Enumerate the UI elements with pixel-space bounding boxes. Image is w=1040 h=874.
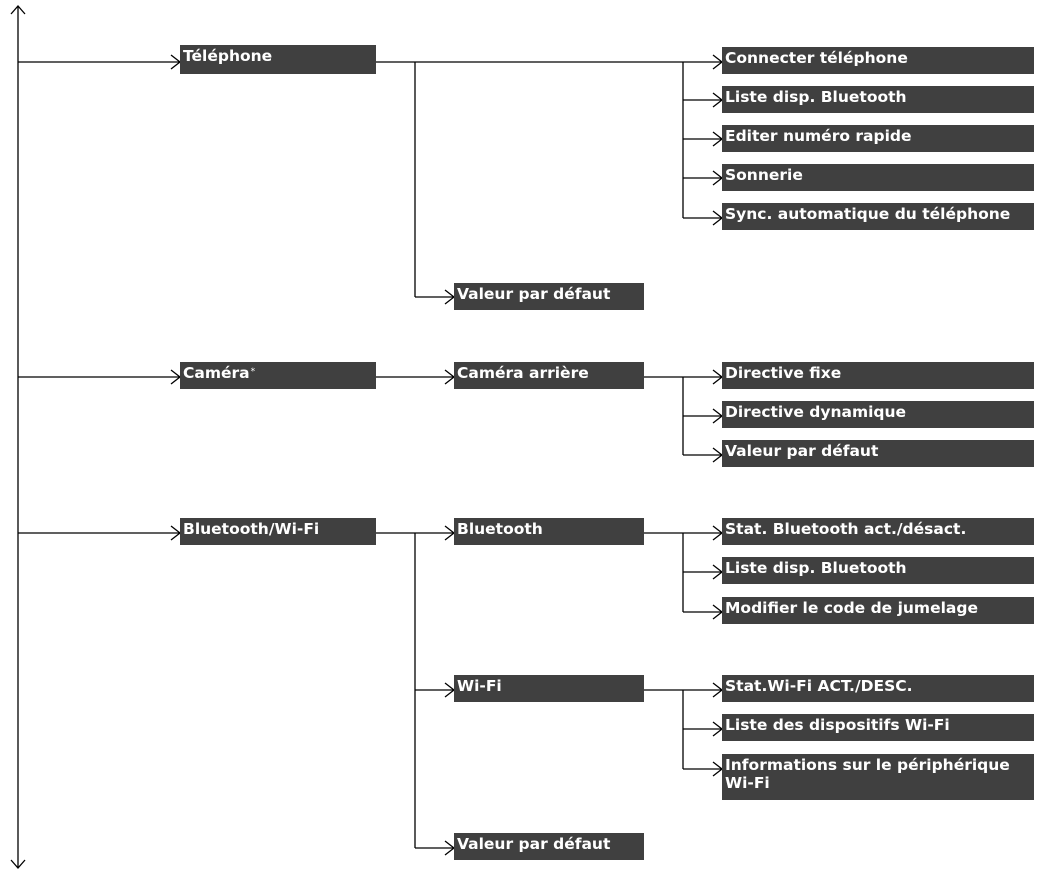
menu-item-label: Modifier le code de jumelage: [725, 599, 978, 617]
menu-item-label: Liste disp. Bluetooth: [725, 559, 907, 577]
menu-item-wifi-status[interactable]: Stat.Wi-Fi ACT./DESC.: [722, 675, 1034, 702]
menu-item-wifi-device-list[interactable]: Liste des dispositifs Wi-Fi: [722, 714, 1034, 741]
menu-wifi[interactable]: Wi-Fi: [454, 675, 644, 702]
menu-telephone-default-label: Valeur par défaut: [457, 285, 611, 303]
menu-connectivity-default[interactable]: Valeur par défaut: [454, 833, 644, 860]
menu-item-phone-auto-sync[interactable]: Sync. automatique du téléphone: [722, 203, 1034, 230]
menu-item-label: Valeur par défaut: [725, 442, 879, 460]
menu-item-label: Directive dynamique: [725, 403, 907, 421]
menu-telephone-default[interactable]: Valeur par défaut: [454, 283, 644, 310]
menu-item-label: Liste des dispositifs Wi-Fi: [725, 716, 950, 734]
menu-item-connect-phone[interactable]: Connecter téléphone: [722, 47, 1034, 74]
menu-rear-camera[interactable]: Caméra arrière: [454, 362, 644, 389]
menu-item-dynamic-guideline[interactable]: Directive dynamique: [722, 401, 1034, 428]
menu-camera[interactable]: Caméra*: [180, 362, 376, 389]
menu-item-edit-speed-dial[interactable]: Editer numéro rapide: [722, 125, 1034, 152]
menu-item-ringtone[interactable]: Sonnerie: [722, 164, 1034, 191]
menu-item-label: Informations sur le périphérique Wi-Fi: [725, 756, 1010, 792]
menu-item-label: Liste disp. Bluetooth: [725, 88, 907, 106]
menu-rear-camera-label: Caméra arrière: [457, 364, 589, 382]
menu-item-fixed-guideline[interactable]: Directive fixe: [722, 362, 1034, 389]
menu-item-edit-pairing-code[interactable]: Modifier le code de jumelage: [722, 597, 1034, 624]
menu-item-bluetooth-device-list-2[interactable]: Liste disp. Bluetooth: [722, 557, 1034, 584]
menu-bluetooth-wifi-label: Bluetooth/Wi-Fi: [183, 520, 320, 538]
menu-connectivity-default-label: Valeur par défaut: [457, 835, 611, 853]
menu-item-label: Connecter téléphone: [725, 49, 908, 67]
menu-item-label: Stat. Bluetooth act./désact.: [725, 520, 967, 538]
menu-telephone[interactable]: Téléphone: [180, 45, 376, 74]
menu-bluetooth[interactable]: Bluetooth: [454, 518, 644, 545]
menu-item-label: Sync. automatique du téléphone: [725, 205, 1011, 223]
menu-item-label: Sonnerie: [725, 166, 803, 184]
menu-item-bluetooth-device-list[interactable]: Liste disp. Bluetooth: [722, 86, 1034, 113]
menu-item-label: Editer numéro rapide: [725, 127, 912, 145]
menu-bluetooth-wifi[interactable]: Bluetooth/Wi-Fi: [180, 518, 376, 545]
menu-telephone-label: Téléphone: [183, 47, 273, 65]
menu-wifi-label: Wi-Fi: [457, 677, 502, 695]
menu-item-label: Stat.Wi-Fi ACT./DESC.: [725, 677, 913, 695]
menu-item-bluetooth-status[interactable]: Stat. Bluetooth act./désact.: [722, 518, 1034, 545]
menu-item-camera-default[interactable]: Valeur par défaut: [722, 440, 1034, 467]
menu-item-wifi-device-info[interactable]: Informations sur le périphérique Wi-Fi: [722, 754, 1034, 800]
menu-item-label: Directive fixe: [725, 364, 842, 382]
menu-camera-label: Caméra: [183, 364, 250, 382]
optional-equipment-mark: *: [250, 367, 256, 377]
menu-bluetooth-label: Bluetooth: [457, 520, 543, 538]
